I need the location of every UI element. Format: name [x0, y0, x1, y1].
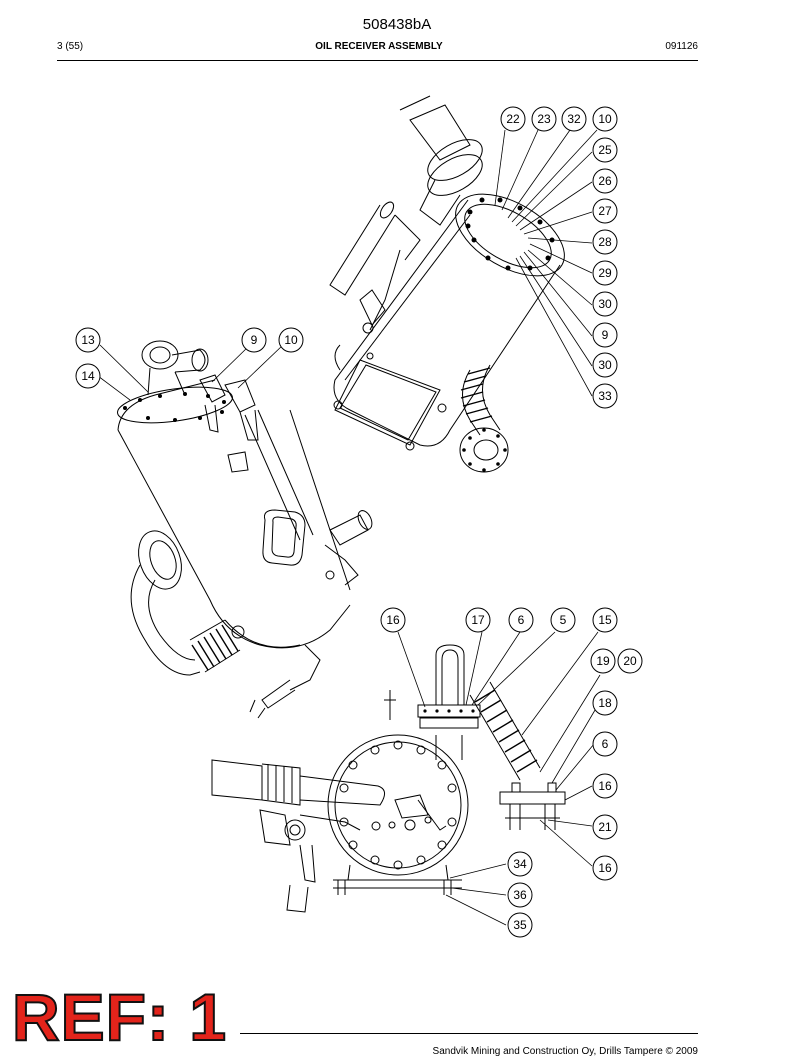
balloon-label: 19: [596, 654, 610, 668]
balloon-32: [561, 106, 587, 132]
balloon-20: [617, 648, 643, 674]
footer-copyright: Sandvik Mining and Construction Oy, Dril…: [432, 1046, 698, 1057]
balloon-label: 23: [537, 112, 551, 126]
view-1-receiver: [329, 95, 598, 473]
balloon-29: [592, 260, 618, 286]
balloon-5: [550, 607, 576, 633]
balloon-13: [75, 327, 101, 353]
balloon-10a: [592, 106, 618, 132]
balloon-label: 14: [81, 369, 95, 383]
balloon-label: 20: [623, 654, 637, 668]
balloon-label: 28: [598, 235, 612, 249]
balloon-label: 18: [598, 696, 612, 710]
balloon-33: [592, 383, 618, 409]
balloon-label: 17: [471, 613, 485, 627]
balloon-10b: [278, 327, 304, 353]
balloon-markers: [75, 106, 643, 938]
balloon-label: 22: [506, 112, 520, 126]
balloon-30a: [592, 291, 618, 317]
balloon-18: [592, 690, 618, 716]
view-3-receiver: [211, 631, 601, 926]
page-title: OIL RECEIVER ASSEMBLY: [315, 41, 443, 52]
balloon-19: [590, 648, 616, 674]
balloon-16b: [592, 773, 618, 799]
ref-stamp: REF: 1: [11, 980, 228, 1054]
balloon-label: 30: [598, 358, 612, 372]
balloon-9a: [592, 322, 618, 348]
balloon-35: [507, 912, 533, 938]
balloon-label: 6: [602, 737, 609, 751]
balloon-34: [507, 851, 533, 877]
balloon-label: 9: [602, 328, 609, 342]
balloon-label: 34: [513, 857, 527, 871]
balloon-label: 10: [598, 112, 612, 126]
balloon-16a: [380, 607, 406, 633]
footer-divider: [240, 1033, 698, 1034]
balloon-25: [592, 137, 618, 163]
balloon-label: 33: [598, 389, 612, 403]
page-number: 3 (55): [57, 41, 84, 52]
balloon-label: 15: [598, 613, 612, 627]
balloon-36: [507, 882, 533, 908]
balloon-label: 5: [560, 613, 567, 627]
balloon-label: 21: [598, 820, 612, 834]
balloon-27: [592, 198, 618, 224]
balloon-label: 29: [598, 266, 612, 280]
balloon-16c: [592, 855, 618, 881]
balloon-6a: [508, 607, 534, 633]
balloon-17: [465, 607, 491, 633]
balloon-label: 27: [598, 204, 612, 218]
balloon-label: 36: [513, 888, 527, 902]
balloon-22: [500, 106, 526, 132]
balloon-label: 16: [386, 613, 400, 627]
revision-code: 091126: [665, 41, 698, 52]
view-2-receiver: [97, 340, 373, 719]
balloon-28: [592, 229, 618, 255]
balloon-9b: [241, 327, 267, 353]
header-divider: [57, 60, 698, 61]
balloon-labels: 22 23 32 10 25 26 27 28 29 30 9 30 33 13…: [81, 112, 637, 932]
balloon-label: 32: [567, 112, 581, 126]
balloon-30b: [592, 352, 618, 378]
balloon-label: 30: [598, 297, 612, 311]
balloon-label: 35: [513, 918, 527, 932]
balloon-23: [531, 106, 557, 132]
balloon-6b: [592, 731, 618, 757]
balloon-21: [592, 814, 618, 840]
balloon-label: 13: [81, 333, 95, 347]
balloon-14: [75, 363, 101, 389]
balloon-label: 16: [598, 861, 612, 875]
balloon-label: 26: [598, 174, 612, 188]
balloon-15: [592, 607, 618, 633]
balloon-label: 16: [598, 779, 612, 793]
balloon-26: [592, 168, 618, 194]
balloon-label: 6: [518, 613, 525, 627]
balloon-label: 25: [598, 143, 612, 157]
balloon-label: 10: [284, 333, 298, 347]
balloon-label: 9: [251, 333, 258, 347]
document-number: 508438bA: [362, 16, 432, 33]
